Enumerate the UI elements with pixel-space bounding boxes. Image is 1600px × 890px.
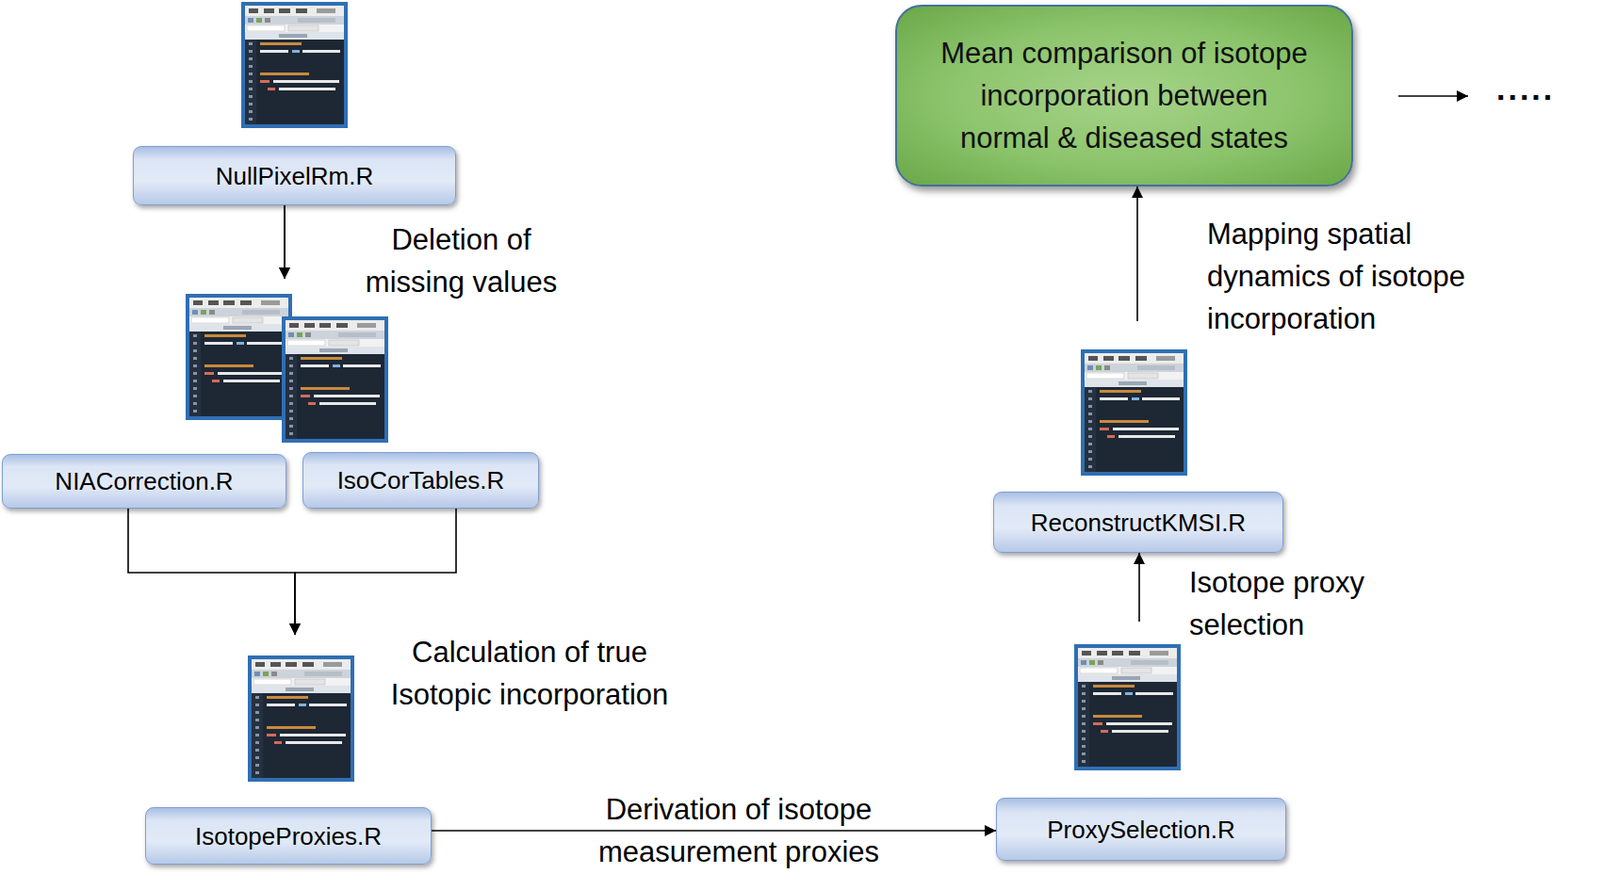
script-step: IsoCorTables.R xyxy=(281,278,539,509)
script-step: ReconstructKMSI.R xyxy=(993,321,1284,554)
flow-arrow xyxy=(431,830,996,833)
script-box: IsotopeProxies.R xyxy=(145,807,432,866)
script-name: NIACorrection.R xyxy=(54,466,233,497)
step-description: Derivation of isotope measurement proxie… xyxy=(592,788,885,874)
step-description: Calculation of true Isotopic incorporati… xyxy=(388,631,671,717)
rstudio-icon xyxy=(185,293,293,421)
result-box: Mean comparison of isotope incorporation… xyxy=(895,4,1354,187)
rstudio-icon xyxy=(1080,349,1188,476)
script-name: ReconstructKMSI.R xyxy=(1030,507,1246,539)
flow-arrow xyxy=(128,508,295,636)
step-description: Deletion of missing values xyxy=(359,218,563,304)
script-step: Mean comparison of isotope incorporation… xyxy=(895,4,1354,187)
script-name: IsoCorTables.R xyxy=(337,465,506,496)
result-text: Mean comparison of isotope incorporation… xyxy=(936,32,1312,160)
script-step: IsotopeProxies.R xyxy=(145,635,432,866)
script-box: ProxySelection.R xyxy=(995,798,1287,862)
flow-arrow xyxy=(283,205,286,279)
continuation-dots: ..... xyxy=(1496,69,1555,108)
flow-arrow xyxy=(1136,186,1139,322)
script-step: NIACorrection.R xyxy=(1,278,293,509)
flow-arrow xyxy=(283,205,286,279)
script-step: NullPixelRm.R xyxy=(132,1,457,206)
rstudio-icon xyxy=(281,316,389,443)
step-description: Mapping spatial dynamics of isotope inco… xyxy=(1207,212,1481,341)
flow-arrow xyxy=(1138,553,1141,622)
script-name: ProxySelection.R xyxy=(1046,815,1235,846)
rstudio-icon xyxy=(247,655,355,783)
script-box: IsoCorTables.R xyxy=(302,452,539,509)
flow-arrow xyxy=(294,508,457,636)
step-description: Isotope proxy selection xyxy=(1189,561,1392,647)
script-name: IsotopeProxies.R xyxy=(195,821,382,852)
script-step: ProxySelection.R xyxy=(995,621,1287,862)
script-box: ReconstructKMSI.R xyxy=(993,491,1284,554)
script-name: NullPixelRm.R xyxy=(215,161,375,192)
rstudio-icon xyxy=(1074,644,1181,771)
script-box: NIACorrection.R xyxy=(1,454,287,509)
rstudio-icon xyxy=(241,1,348,129)
script-box: NullPixelRm.R xyxy=(132,146,457,206)
continuation-arrow xyxy=(1398,95,1469,98)
